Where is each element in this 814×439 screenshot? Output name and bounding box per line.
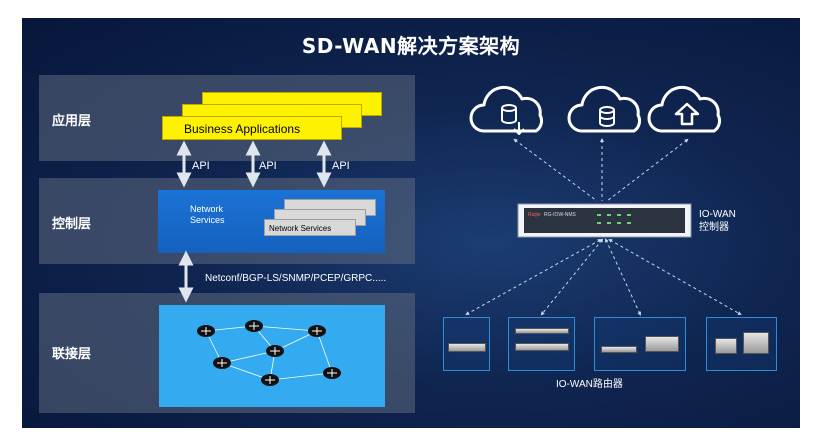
router-device-4a (715, 338, 737, 354)
topology-routers (197, 320, 341, 386)
slide-title: SD-WAN解决方案架构 (301, 34, 521, 58)
api-arrows (176, 140, 332, 303)
router-group-label: IO-WAN路由器 (556, 379, 623, 390)
api-label-2: API (259, 160, 277, 172)
router-device-3a (601, 346, 637, 353)
control-layer-label: 控制层 (52, 217, 92, 232)
router-node-3 (308, 325, 326, 337)
router-links (465, 238, 742, 316)
network-services-label: Network Services (190, 204, 225, 226)
controller-brand-text: Ruijie (528, 212, 541, 218)
router-card-4 (706, 317, 777, 371)
network-services-card-label: Network Services (269, 224, 332, 233)
application-layer-label: 应用层 (52, 114, 92, 129)
router-node-7 (323, 367, 341, 379)
network-services-line-1: Network (190, 204, 224, 214)
router-node-4 (266, 345, 284, 357)
slide-canvas: SD-WAN解决方案架构 应用层 控制层 联接层 Business Applic… (22, 18, 800, 428)
cloud-links (513, 138, 689, 202)
router-node-6 (261, 374, 279, 386)
router-node-5 (213, 357, 231, 369)
business-app-card-front (162, 116, 342, 140)
api-label-3: API (332, 160, 350, 172)
router-device-2a (515, 328, 569, 334)
router-card-1 (443, 317, 490, 371)
diagram-overlay: Ruijie RG-IOW-NMS (176, 85, 742, 386)
router-device-3b (645, 336, 679, 352)
network-services-line-2: Services (190, 215, 225, 225)
router-node-1 (197, 325, 215, 337)
router-device-1 (448, 343, 486, 352)
controller-name-line-1: IO-WAN (699, 209, 736, 220)
controller-device: Ruijie RG-IOW-NMS (517, 203, 692, 238)
router-device-4b (743, 332, 769, 354)
router-node-2 (245, 320, 263, 332)
controller-model-text: RG-IOW-NMS (544, 212, 577, 218)
router-card-3 (594, 317, 686, 371)
business-apps-label: Business Applications (184, 122, 301, 136)
router-card-2 (508, 317, 575, 371)
cloud-upload-icon (647, 85, 722, 133)
cloud-database-icon (567, 85, 642, 133)
network-service-card-front (264, 219, 356, 236)
connection-layer-label: 联接层 (52, 347, 92, 362)
cloud-database-download-icon (469, 85, 544, 135)
protocols-label: Netconf/BGP-LS/SNMP/PCEP/GRPC..... (205, 273, 387, 284)
api-label-1: API (192, 160, 210, 172)
controller-name-line-2: 控制器 (699, 222, 729, 233)
router-device-2b (515, 343, 569, 351)
controller-name-label: IO-WAN 控制器 (699, 208, 736, 234)
